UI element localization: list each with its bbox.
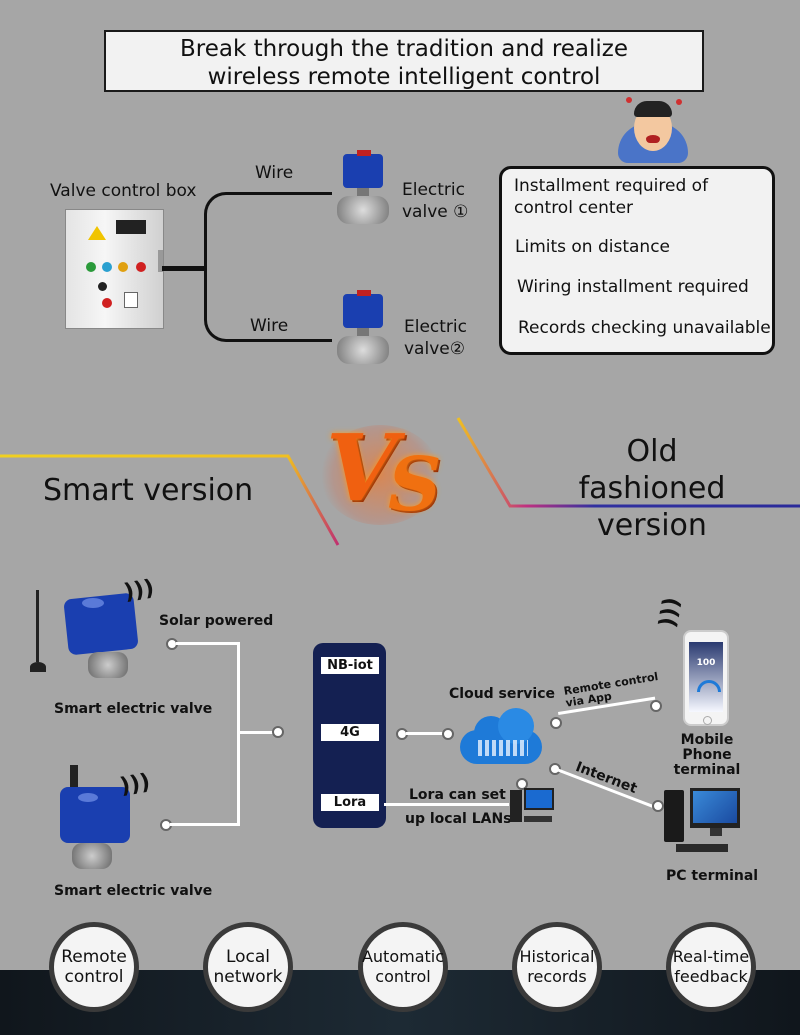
local-pc-icon	[510, 786, 555, 828]
title-line-1: Break through the tradition and realize	[179, 36, 629, 62]
title-line-2: wireless remote intelligent control	[207, 64, 601, 90]
connector-dot-cloud	[442, 728, 454, 740]
pc-terminal-image	[664, 788, 744, 860]
tag-4g: 4G	[321, 724, 379, 741]
smart-valve-bottom-image	[56, 765, 146, 875]
electric-valve-1-label: Electric valve ①	[402, 180, 469, 222]
smart-version-label: Smart version	[43, 473, 254, 508]
connector-dot-cloud-phone	[550, 717, 562, 729]
cloud-service-label: Cloud service	[449, 686, 556, 702]
electric-valve-1-image	[333, 150, 395, 230]
internet-label: Internet	[573, 759, 640, 798]
control-box-label: Valve control box	[50, 181, 197, 201]
wire-label-2: Wire	[250, 316, 289, 336]
tag-nb-iot: NB-iot	[321, 657, 379, 674]
problem-4: Records checking unavailable	[518, 318, 771, 338]
connector-dot-phone	[650, 700, 662, 712]
phone-terminal-label: Mobile Phone terminal	[673, 732, 741, 778]
wire-bottom	[232, 339, 332, 342]
lora-line	[384, 803, 509, 806]
right-divider-line	[456, 417, 800, 508]
lora-lan-label: Lora can set up local LANs	[405, 787, 512, 827]
mobile-phone-image: 100	[683, 630, 729, 726]
smart-valve-top-label: Smart electric valve	[54, 701, 213, 717]
connector-line-bottom	[170, 823, 240, 826]
cloud-icon	[460, 708, 542, 764]
tag-lora: Lora	[321, 794, 379, 811]
problem-3: Wiring installment required	[517, 277, 749, 297]
connector-dot-local-pc	[516, 778, 528, 790]
old-version-label: Old fashioned version	[578, 434, 726, 543]
versus-lines	[0, 417, 800, 546]
main-wire	[162, 266, 206, 271]
vs-flame-logo: V S	[300, 405, 460, 540]
control-box-image	[65, 209, 164, 329]
smart-valve-top-image	[28, 590, 158, 690]
electric-valve-2-label: Electric valve②	[404, 317, 467, 359]
solar-powered-label: Solar powered	[159, 613, 274, 629]
electric-valve-2-image	[333, 290, 395, 370]
phone-screen-value: 100	[696, 658, 716, 668]
worried-person-icon	[618, 97, 688, 165]
left-divider-line	[0, 454, 340, 546]
wireless-signal-icon-top: )))	[122, 575, 157, 606]
connector-line-to-cloud	[406, 732, 446, 735]
network-panel: NB-iot 4G Lora	[313, 643, 386, 828]
wire-top	[232, 192, 332, 195]
problem-1: Installment required of control center	[514, 176, 709, 218]
connector-line-top	[176, 642, 239, 645]
wireless-signal-icon-bottom: )))	[118, 769, 153, 800]
wireless-signal-icon-phone: )))	[655, 595, 686, 630]
smart-valve-bottom-label: Smart electric valve	[54, 883, 213, 899]
pc-terminal-label: PC terminal	[666, 868, 759, 884]
problems-box: Installment required of control center L…	[499, 166, 775, 355]
connector-dot-pc	[652, 800, 664, 812]
problem-2: Limits on distance	[515, 237, 671, 257]
connector-line-to-panel	[238, 731, 274, 734]
title-banner: Break through the tradition and realize …	[104, 30, 704, 92]
connector-dot-panel-left	[272, 726, 284, 738]
wire-label-1: Wire	[255, 163, 294, 183]
wire-bracket	[204, 192, 234, 342]
